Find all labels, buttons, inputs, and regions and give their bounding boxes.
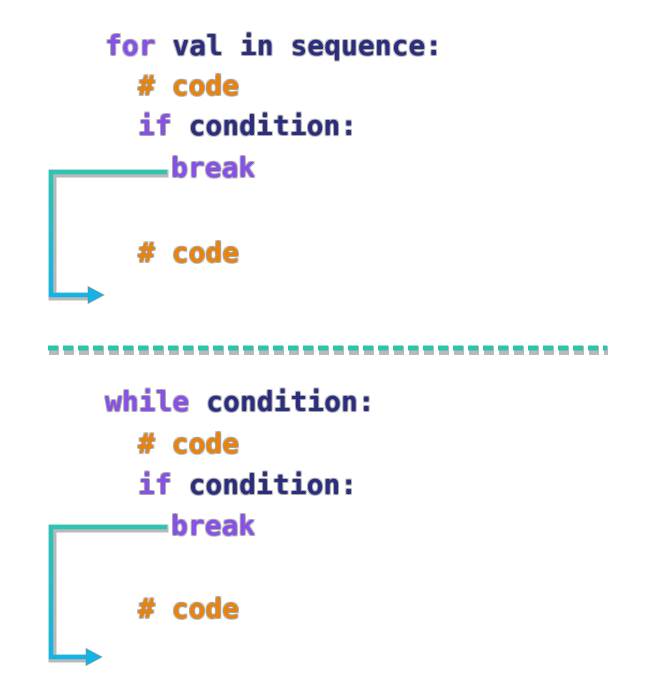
code-comment: # code	[138, 427, 240, 460]
if-condition-text: condition:	[171, 468, 358, 501]
for-loop-header-text: val in sequence:	[155, 29, 443, 62]
while-after-loop-comment: # code	[138, 595, 239, 623]
break-keyword: break	[171, 509, 256, 542]
while-break-statement: break	[171, 512, 255, 540]
for-after-loop-comment: # code	[138, 239, 239, 267]
break-keyword: break	[171, 151, 256, 184]
while-statement-line: while condition:	[105, 388, 375, 416]
code-comment: # code	[138, 236, 240, 269]
while-loop-exit-arrow	[48, 524, 169, 667]
arrowhead-icon	[85, 647, 104, 667]
if-keyword: if	[138, 468, 172, 501]
while-if-statement-line: if condition:	[138, 471, 357, 499]
code-comment: # code	[138, 69, 240, 102]
while-body-comment: # code	[138, 430, 239, 458]
arrowhead-icon	[87, 285, 106, 305]
for-body-comment: # code	[138, 72, 239, 100]
while-keyword: while	[105, 385, 190, 418]
for-break-statement: break	[171, 154, 255, 182]
if-condition-text: condition:	[171, 109, 358, 142]
code-comment: # code	[138, 592, 240, 625]
for-statement-line: for val in sequence:	[105, 32, 442, 60]
if-keyword: if	[138, 109, 172, 142]
for-if-statement-line: if condition:	[138, 112, 357, 140]
section-divider	[48, 345, 608, 355]
for-loop-exit-arrow	[48, 169, 169, 305]
for-keyword: for	[105, 29, 156, 62]
while-condition-text: condition:	[189, 385, 375, 418]
